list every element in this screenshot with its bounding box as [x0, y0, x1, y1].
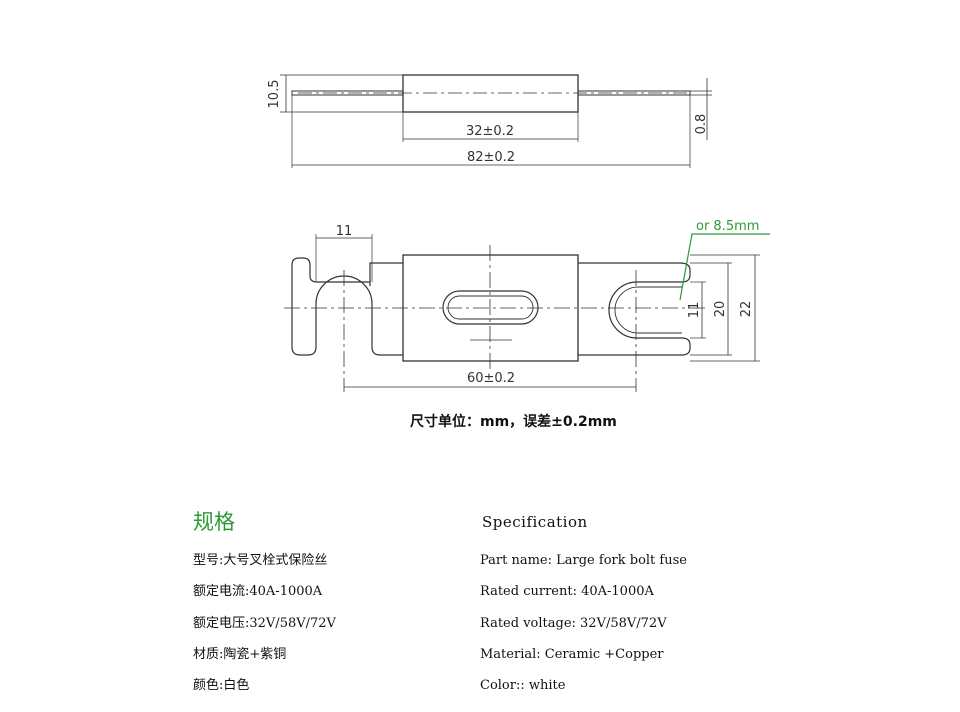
right-fork-terminal	[578, 262, 691, 356]
spec-heading-cn: 规格	[193, 510, 235, 534]
center-distance-label: 60±0.2	[467, 371, 515, 386]
spec-item-en: Color:: white	[480, 678, 566, 694]
top-view	[284, 234, 760, 392]
side-view	[280, 74, 712, 168]
side-view-body	[402, 74, 579, 113]
inner-width-label: 20	[713, 301, 728, 318]
hole-size-label: or 8.5mm	[696, 219, 759, 234]
slot-width-label: 11	[336, 224, 353, 239]
spec-item-cn: 颜色:白色	[193, 678, 250, 694]
spec-item-cn: 型号:大号叉栓式保险丝	[193, 553, 328, 568]
spec-item-en: Rated voltage: 32V/58V/72V	[480, 615, 667, 631]
spec-heading-en: Specification	[482, 513, 588, 531]
total-length-dimension-label: 82±0.2	[467, 150, 515, 165]
spec-item-cn: 材质:陶瓷+紫铜	[193, 646, 287, 662]
lead-thickness-dimension-label: 0.8	[694, 114, 709, 135]
spec-item-cn: 额定电流:40A-1000A	[193, 584, 323, 600]
height-dimension-label: 10.5	[267, 80, 282, 109]
body-length-dimension-label: 32±0.2	[466, 124, 514, 139]
outer-width-label: 22	[739, 301, 754, 318]
unit-note: 尺寸单位：mm，误差±0.2mm	[410, 414, 617, 430]
spec-item-en: Part name: Large fork bolt fuse	[480, 553, 687, 568]
left-fork-terminal	[291, 257, 403, 356]
spec-list-cn: 型号:大号叉栓式保险丝 额定电流:40A-1000A 额定电压:32V/58V/…	[193, 551, 336, 707]
top-view-center-slot	[442, 290, 539, 325]
slot-gap-label: 11	[687, 302, 702, 319]
spec-list-en: Part name: Large fork bolt fuse Rated cu…	[480, 551, 687, 707]
spec-item-cn: 额定电压:32V/58V/72V	[193, 615, 336, 631]
right-fork-inner	[614, 286, 682, 334]
hole-callout	[679, 233, 770, 301]
spec-item-en: Material: Ceramic +Copper	[480, 646, 664, 662]
spec-item-en: Rated current: 40A-1000A	[480, 584, 654, 600]
top-view-center-slot-inner	[447, 295, 534, 320]
